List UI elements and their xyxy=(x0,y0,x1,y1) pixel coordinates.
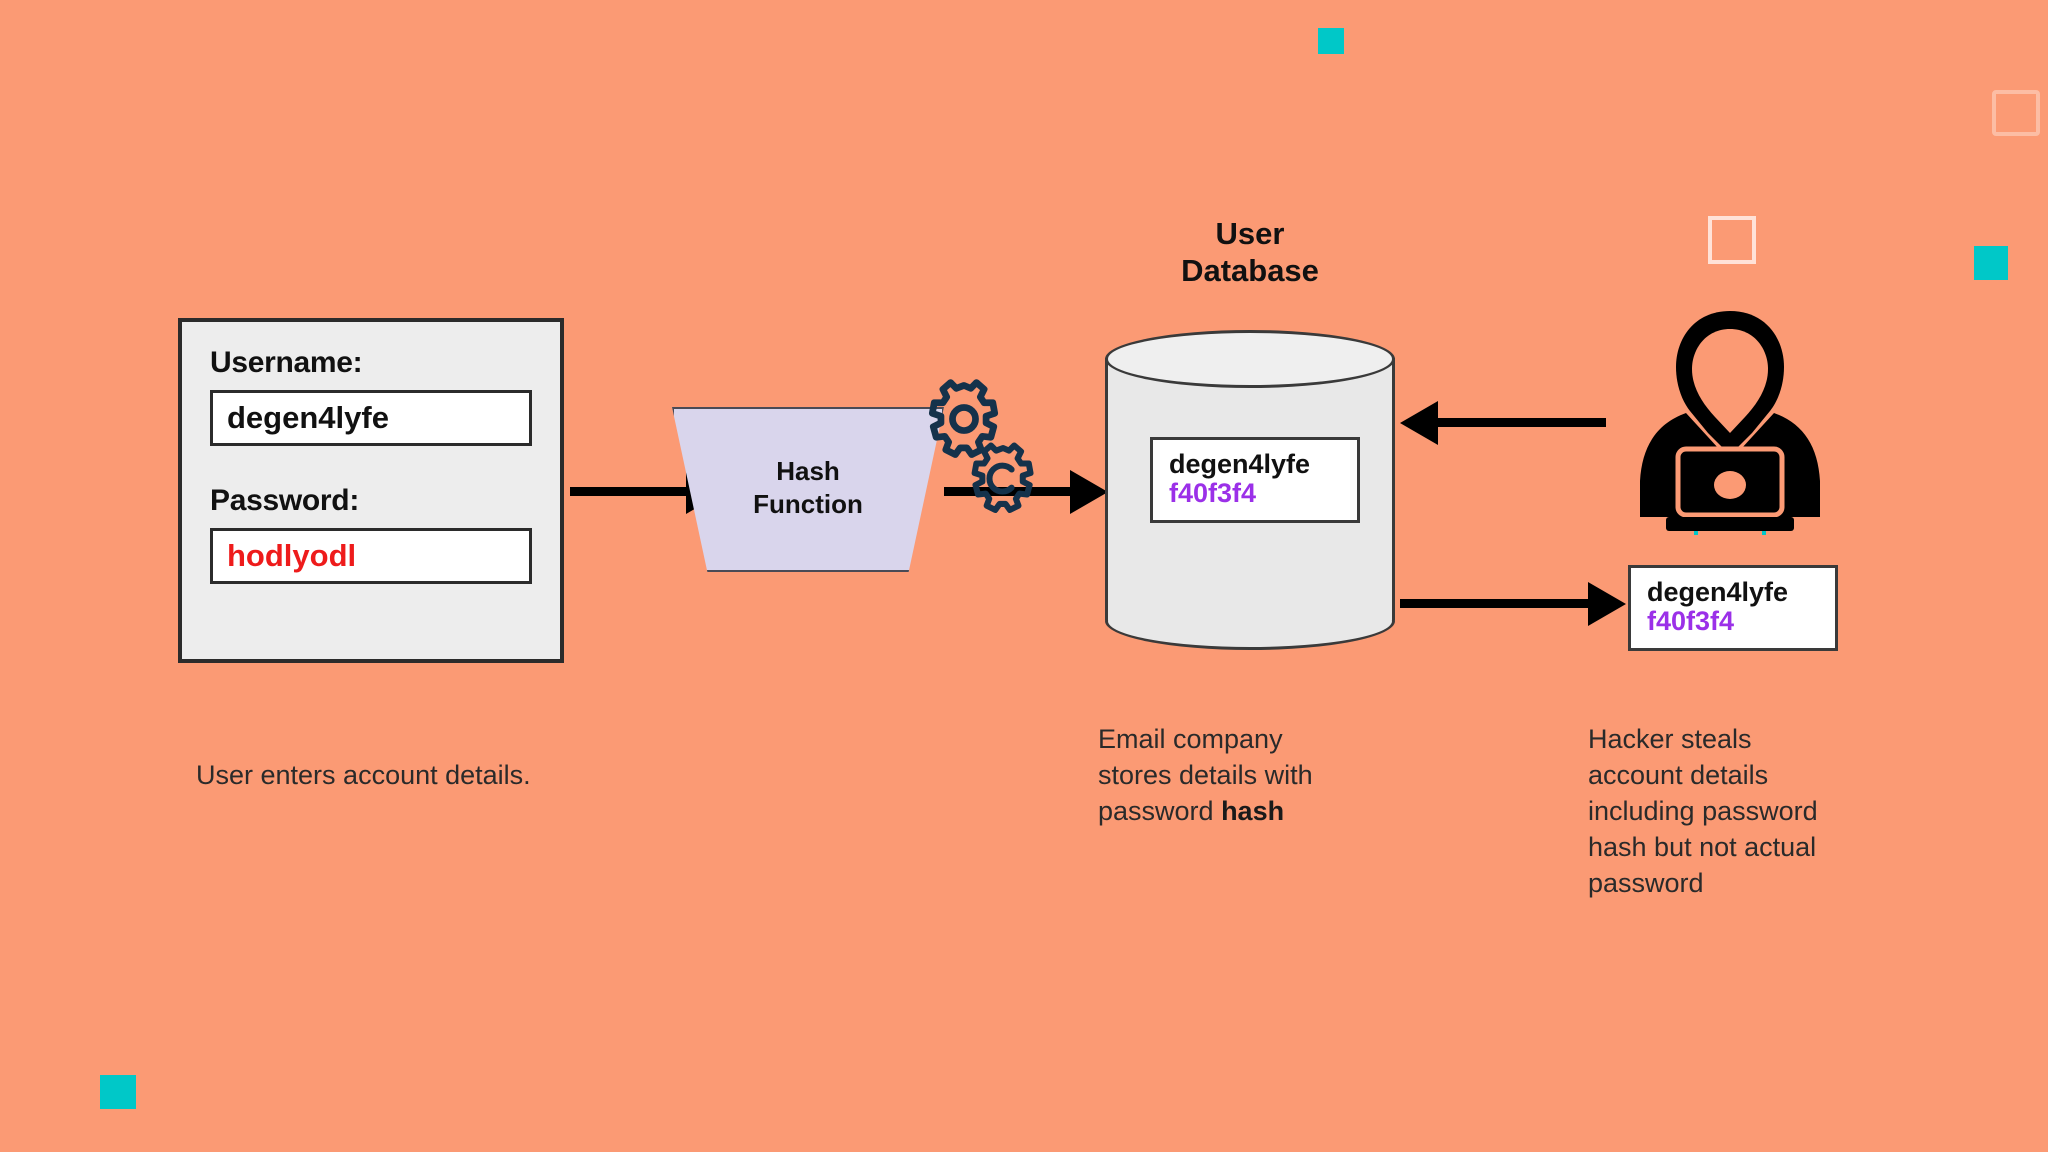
database-record-username: degen4lyfe xyxy=(1169,449,1311,479)
caption-database-line1: Email company xyxy=(1098,724,1283,754)
caption-database-line3: password hash xyxy=(1098,794,1398,830)
database-record-card: degen4lyfe f40f3f4 xyxy=(1150,437,1360,524)
stolen-record-username: degen4lyfe xyxy=(1647,577,1789,607)
password-value: hodlyodl xyxy=(227,538,357,573)
username-value: degen4lyfe xyxy=(227,400,389,435)
database-title-line1: User xyxy=(1215,216,1285,251)
caption-hacker-line1: Hacker steals xyxy=(1588,724,1752,754)
caption-hacker-line4: hash but not actual xyxy=(1588,831,1817,862)
arrow-hash-to-database-head xyxy=(1070,470,1108,514)
login-form-card: Username: degen4lyfe Password: hodlyodl xyxy=(178,318,564,663)
cyan-square-bottom-left xyxy=(100,1075,136,1109)
gear-icon xyxy=(928,379,999,458)
arrow-hacker-to-database-line xyxy=(1438,418,1606,427)
username-label: Username: xyxy=(210,346,363,379)
caption-hacker-line3: including password xyxy=(1588,795,1818,826)
white-square-outline xyxy=(1708,216,1756,264)
caption-database-line2: stores details with xyxy=(1098,759,1313,790)
arrow-form-to-hash-line xyxy=(570,487,692,496)
password-label: Password: xyxy=(210,484,360,517)
cyan-square-right xyxy=(1974,246,2008,280)
database-title-line2: Database xyxy=(1181,253,1319,289)
cyan-square-top xyxy=(1318,28,1344,54)
hooded-hacker-with-laptop-icon xyxy=(1640,311,1820,549)
caption-user: User enters account details. xyxy=(196,760,531,790)
caption-database: Email company stores details with passwo… xyxy=(1098,722,1398,830)
hacker-figure xyxy=(1630,305,1830,549)
stolen-record-card: degen4lyfe f40f3f4 xyxy=(1628,565,1838,652)
caption-hacker-line5: password xyxy=(1588,867,1704,898)
arrow-database-to-stolen-line xyxy=(1400,599,1590,608)
password-input[interactable]: hodlyodl xyxy=(210,528,532,584)
database-record-hash: f40f3f4 xyxy=(1169,478,1257,509)
username-input[interactable]: degen4lyfe xyxy=(210,390,532,446)
hash-function-shape xyxy=(672,407,944,572)
caption-hacker-line2: account details xyxy=(1588,759,1769,790)
caption-database-line3-bold: hash xyxy=(1221,795,1285,826)
database-title: User Database xyxy=(1100,215,1400,289)
arrow-database-to-stolen-head xyxy=(1588,582,1626,626)
faint-square-outline-right xyxy=(1992,90,2040,136)
caption-database-line3-prefix: password xyxy=(1098,795,1222,826)
arrow-hacker-to-database-head xyxy=(1400,401,1438,445)
stolen-record-hash: f40f3f4 xyxy=(1647,606,1735,637)
caption-hacker: Hacker steals account details including … xyxy=(1588,722,1908,902)
database-cylinder-top xyxy=(1105,330,1395,388)
gear-icon xyxy=(971,442,1034,513)
